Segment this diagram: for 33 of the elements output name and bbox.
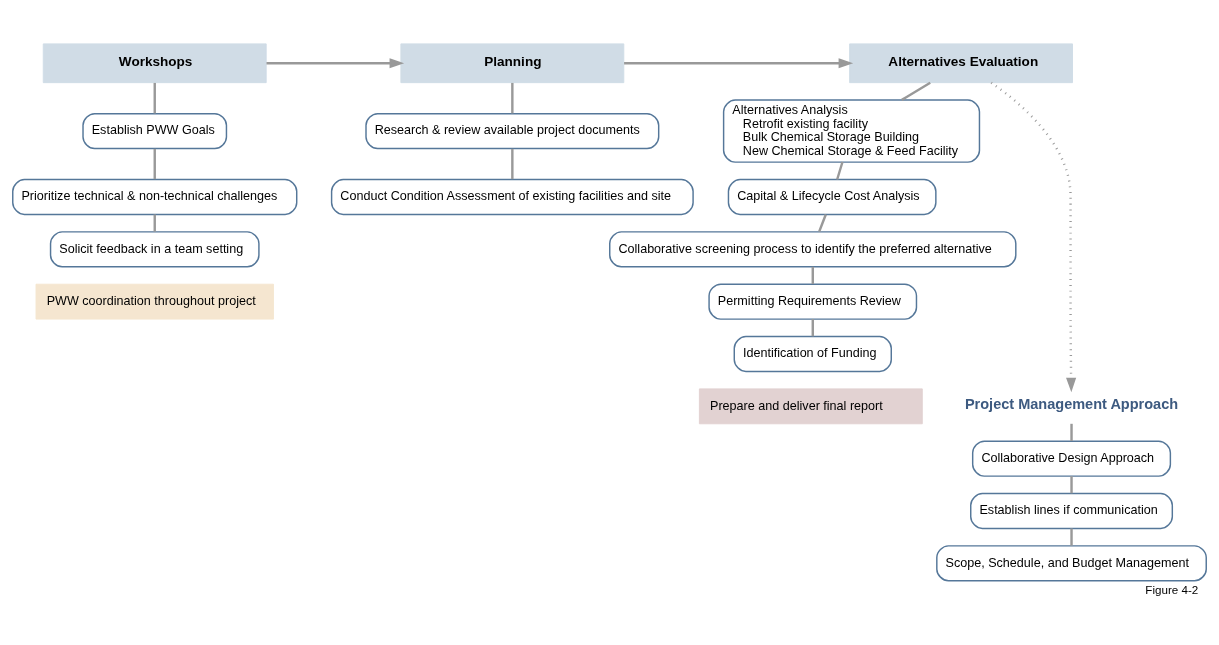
- node-box: Research & review available project documents: [365, 112, 660, 150]
- node-box: Establish lines if communication: [970, 492, 1174, 530]
- connector: [153, 148, 156, 180]
- node-box: Planning: [400, 43, 625, 84]
- node-box: Establish PWW Goals: [82, 112, 228, 150]
- node-box: Alternatives Analysis Retrofit existing facility Bulk Chemical Storage Building New Chemical Storage & Feed Facility: [722, 99, 981, 163]
- node-box: Prioritize technical & non-technical challenges: [12, 178, 298, 216]
- connector: [153, 82, 156, 114]
- node-box: Identification of Funding: [733, 335, 892, 373]
- connector: [511, 148, 514, 180]
- arrow: [266, 58, 405, 69]
- connector: [836, 161, 844, 180]
- node-box: Alternatives Evaluation: [849, 43, 1073, 84]
- node-box: Permitting Requirements Review: [708, 283, 918, 320]
- node-text: Project Management Approach: [964, 395, 1179, 412]
- connector: [511, 82, 514, 114]
- connector: [1070, 423, 1073, 441]
- node-box: Prepare and deliver final report: [698, 388, 923, 425]
- connector: [1070, 528, 1073, 546]
- node-box: Solicit feedback in a team setting: [49, 231, 260, 268]
- node-box: Collaborative screening process to identify the preferred alternative: [609, 231, 1017, 268]
- arrow: [624, 58, 854, 69]
- connector: [901, 81, 931, 101]
- connector: [818, 214, 827, 233]
- arrow: [990, 81, 1077, 393]
- node-box: Workshops: [42, 43, 267, 84]
- node-box: Capital & Lifecycle Cost Analysis: [727, 178, 937, 216]
- node-box: PWW coordination throughout project: [35, 283, 274, 320]
- node-box: Collaborative Design Approach: [971, 440, 1172, 477]
- node-box: Scope, Schedule, and Budget Management: [936, 545, 1207, 582]
- caption: Figure 4-2: [1145, 582, 1199, 596]
- connector: [1070, 476, 1073, 494]
- node-box: Conduct Condition Assessment of existing facilities and site: [330, 178, 694, 216]
